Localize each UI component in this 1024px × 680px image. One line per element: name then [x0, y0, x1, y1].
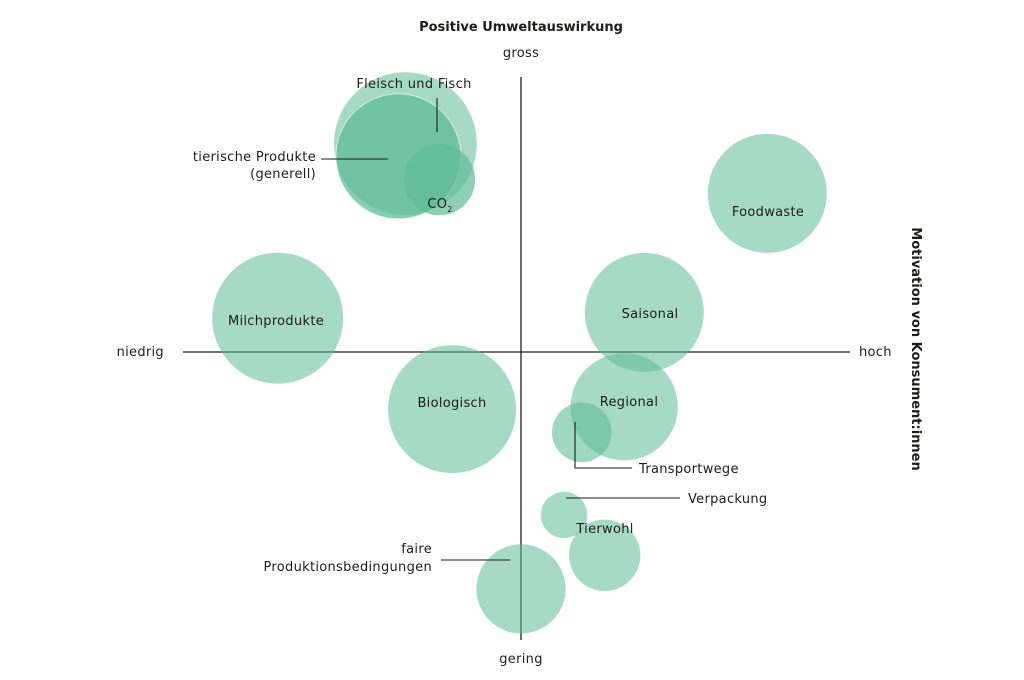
bubble-milchprodukte	[212, 252, 344, 384]
bubbles-group	[212, 72, 827, 634]
label-tierische-produkte-line2: (generell)	[250, 167, 316, 182]
y-axis-title: Positive Umweltauswirkung	[419, 20, 623, 35]
label-transportwege: Transportwege	[638, 462, 739, 477]
label-co2-main: CO	[427, 197, 447, 212]
label-biologisch: Biologisch	[417, 396, 486, 411]
label-faire-line1: faire	[401, 542, 432, 557]
y-axis-high-label: gross	[503, 46, 539, 61]
label-fleisch-und-fisch: Fleisch und Fisch	[356, 77, 471, 92]
label-co2: CO2	[427, 197, 452, 214]
label-tierwohl: Tierwohl	[575, 522, 633, 537]
y-axis-low-label: gering	[499, 652, 543, 667]
label-co2-subscript: 2	[447, 205, 452, 214]
bubble-biologisch	[388, 345, 517, 474]
label-milchprodukte: Milchprodukte	[228, 314, 324, 329]
bubble-saisonal	[584, 252, 704, 372]
leader-transportwege	[574, 422, 632, 469]
bubble-co	[403, 143, 476, 216]
leader-lines	[321, 98, 680, 561]
bubble-labels: Fleisch und Fisch tierische Produkte (ge…	[193, 77, 804, 575]
x-axis-low-label: niedrig	[117, 345, 164, 360]
x-axis-high-label: hoch	[859, 345, 892, 360]
x-axis-title: Motivation von Konsument:innen	[908, 227, 923, 470]
label-regional: Regional	[600, 395, 658, 410]
label-saisonal: Saisonal	[622, 307, 679, 322]
bubble-faire-produktionsbedingungen	[476, 544, 566, 634]
label-tierische-produkte-line1: tierische Produkte	[193, 150, 316, 165]
label-faire-line2: Produktionsbedingungen	[264, 560, 433, 575]
bubble-tierwohl	[569, 519, 641, 591]
label-foodwaste: Foodwaste	[732, 205, 804, 220]
bubble-verpackung	[540, 491, 588, 539]
label-verpackung: Verpackung	[688, 492, 767, 507]
bubble-transportwege	[552, 402, 612, 463]
bubble-foodwaste	[707, 133, 827, 253]
